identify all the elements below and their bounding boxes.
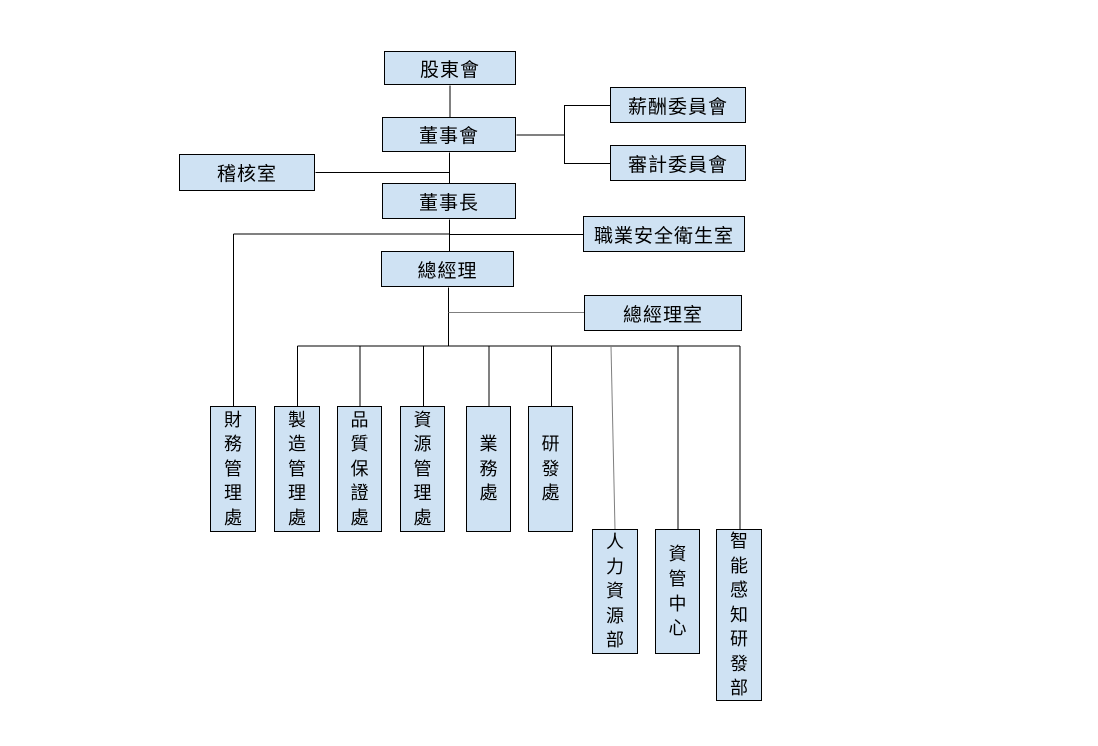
org-node-general-manager: 總經理 xyxy=(381,251,514,287)
org-node-resource-management-division: 資 源 管 理 處 xyxy=(400,406,445,532)
org-node-general-manager-office: 總經理室 xyxy=(584,295,742,331)
org-node-rd-division: 研 發 處 xyxy=(528,406,573,532)
org-node-occupational-safety-health-office: 職業安全衛生室 xyxy=(583,216,745,252)
org-node-chairman: 董事長 xyxy=(382,183,516,219)
org-node-label: 董事長 xyxy=(418,192,479,214)
org-node-manufacturing-management-division: 製 造 管 理 處 xyxy=(274,406,320,532)
org-node-label: 稽核室 xyxy=(216,164,277,185)
org-node-intelligent-sensing-rd-department: 智 能 感 知 研 發 部 xyxy=(716,529,762,701)
org-node-compensation-committee: 薪酬委員會 xyxy=(610,87,746,123)
org-node-label: 製 造 管 理 處 xyxy=(288,409,306,528)
org-node-label: 資 源 管 理 處 xyxy=(413,409,432,528)
org-node-business-division: 業 務 處 xyxy=(466,406,511,532)
org-node-label: 人 力 資 源 部 xyxy=(606,532,624,651)
org-node-audit-office: 稽核室 xyxy=(179,154,315,191)
org-node-label: 總經理室 xyxy=(622,304,703,326)
org-node-label: 總經理 xyxy=(417,260,478,282)
org-node-board-of-directors: 董事會 xyxy=(382,117,516,152)
org-node-label: 董事會 xyxy=(418,126,479,147)
org-node-finance-management-division: 財 務 管 理 處 xyxy=(210,406,256,532)
org-node-label: 薪酬委員會 xyxy=(627,96,728,118)
org-node-label: 職業安全衛生室 xyxy=(593,225,734,247)
connector-line xyxy=(610,345,616,530)
org-node-audit-committee: 審計委員會 xyxy=(610,145,746,181)
org-node-label: 研 發 處 xyxy=(541,434,560,504)
org-node-label: 智 能 感 知 研 發 部 xyxy=(730,530,748,699)
org-node-label: 品 質 保 證 處 xyxy=(350,409,369,528)
org-node-label: 股東會 xyxy=(419,59,480,81)
org-node-human-resources-department: 人 力 資 源 部 xyxy=(592,529,638,654)
org-node-label: 財 務 管 理 處 xyxy=(224,409,242,528)
org-node-information-management-center: 資 管 中 心 xyxy=(655,529,700,654)
org-node-label: 資 管 中 心 xyxy=(668,544,687,639)
org-node-shareholders-meeting: 股東會 xyxy=(384,51,516,85)
org-node-quality-assurance-division: 品 質 保 證 處 xyxy=(337,406,382,532)
org-node-label: 業 務 處 xyxy=(479,434,498,504)
org-node-label: 審計委員會 xyxy=(627,154,728,176)
